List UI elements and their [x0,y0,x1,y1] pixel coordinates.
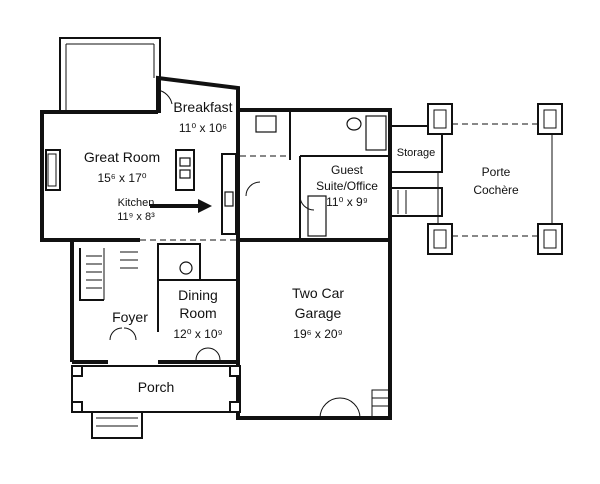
foyer-name: Foyer [112,309,148,325]
garage-name-2: Garage [295,305,342,321]
guest-suite-dims: 11⁰ x 9⁹ [326,195,368,209]
porch [71,365,241,439]
porte-cochere-structure [389,103,563,255]
dining-room-name-1: Dining [178,287,218,303]
kitchen-name: Kitchen [118,197,155,209]
deck [59,37,161,113]
breakfast-dims: 11⁰ x 10⁶ [179,121,227,135]
room-labels: Breakfast 11⁰ x 10⁶ Great Room 15⁶ x 17⁰… [84,99,519,395]
garage-name-1: Two Car [292,285,344,301]
great-room-name: Great Room [84,149,160,165]
storage-name: Storage [397,147,436,159]
doors [109,89,361,419]
exterior-walls [40,75,392,420]
porte-cochere-name-2: Cochère [473,183,519,197]
fireplace [45,149,61,191]
guest-suite-name-1: Guest [331,163,364,177]
dining-room-name-2: Room [179,305,216,321]
garage-steps [371,389,391,419]
garage-dims: 19⁶ x 20⁹ [293,327,342,341]
porch-name: Porch [138,379,175,395]
porte-cochere-name-1: Porte [482,165,511,179]
staircase [79,248,138,301]
guest-suite-name-2: Suite/Office [316,179,378,193]
great-room-dims: 15⁶ x 17⁰ [97,171,146,185]
kitchen-arrow [150,199,212,213]
dining-room-dims: 12⁰ x 10⁹ [173,327,222,341]
kitchen-dims: 11⁹ x 8³ [117,211,155,223]
breakfast-name: Breakfast [173,99,232,115]
